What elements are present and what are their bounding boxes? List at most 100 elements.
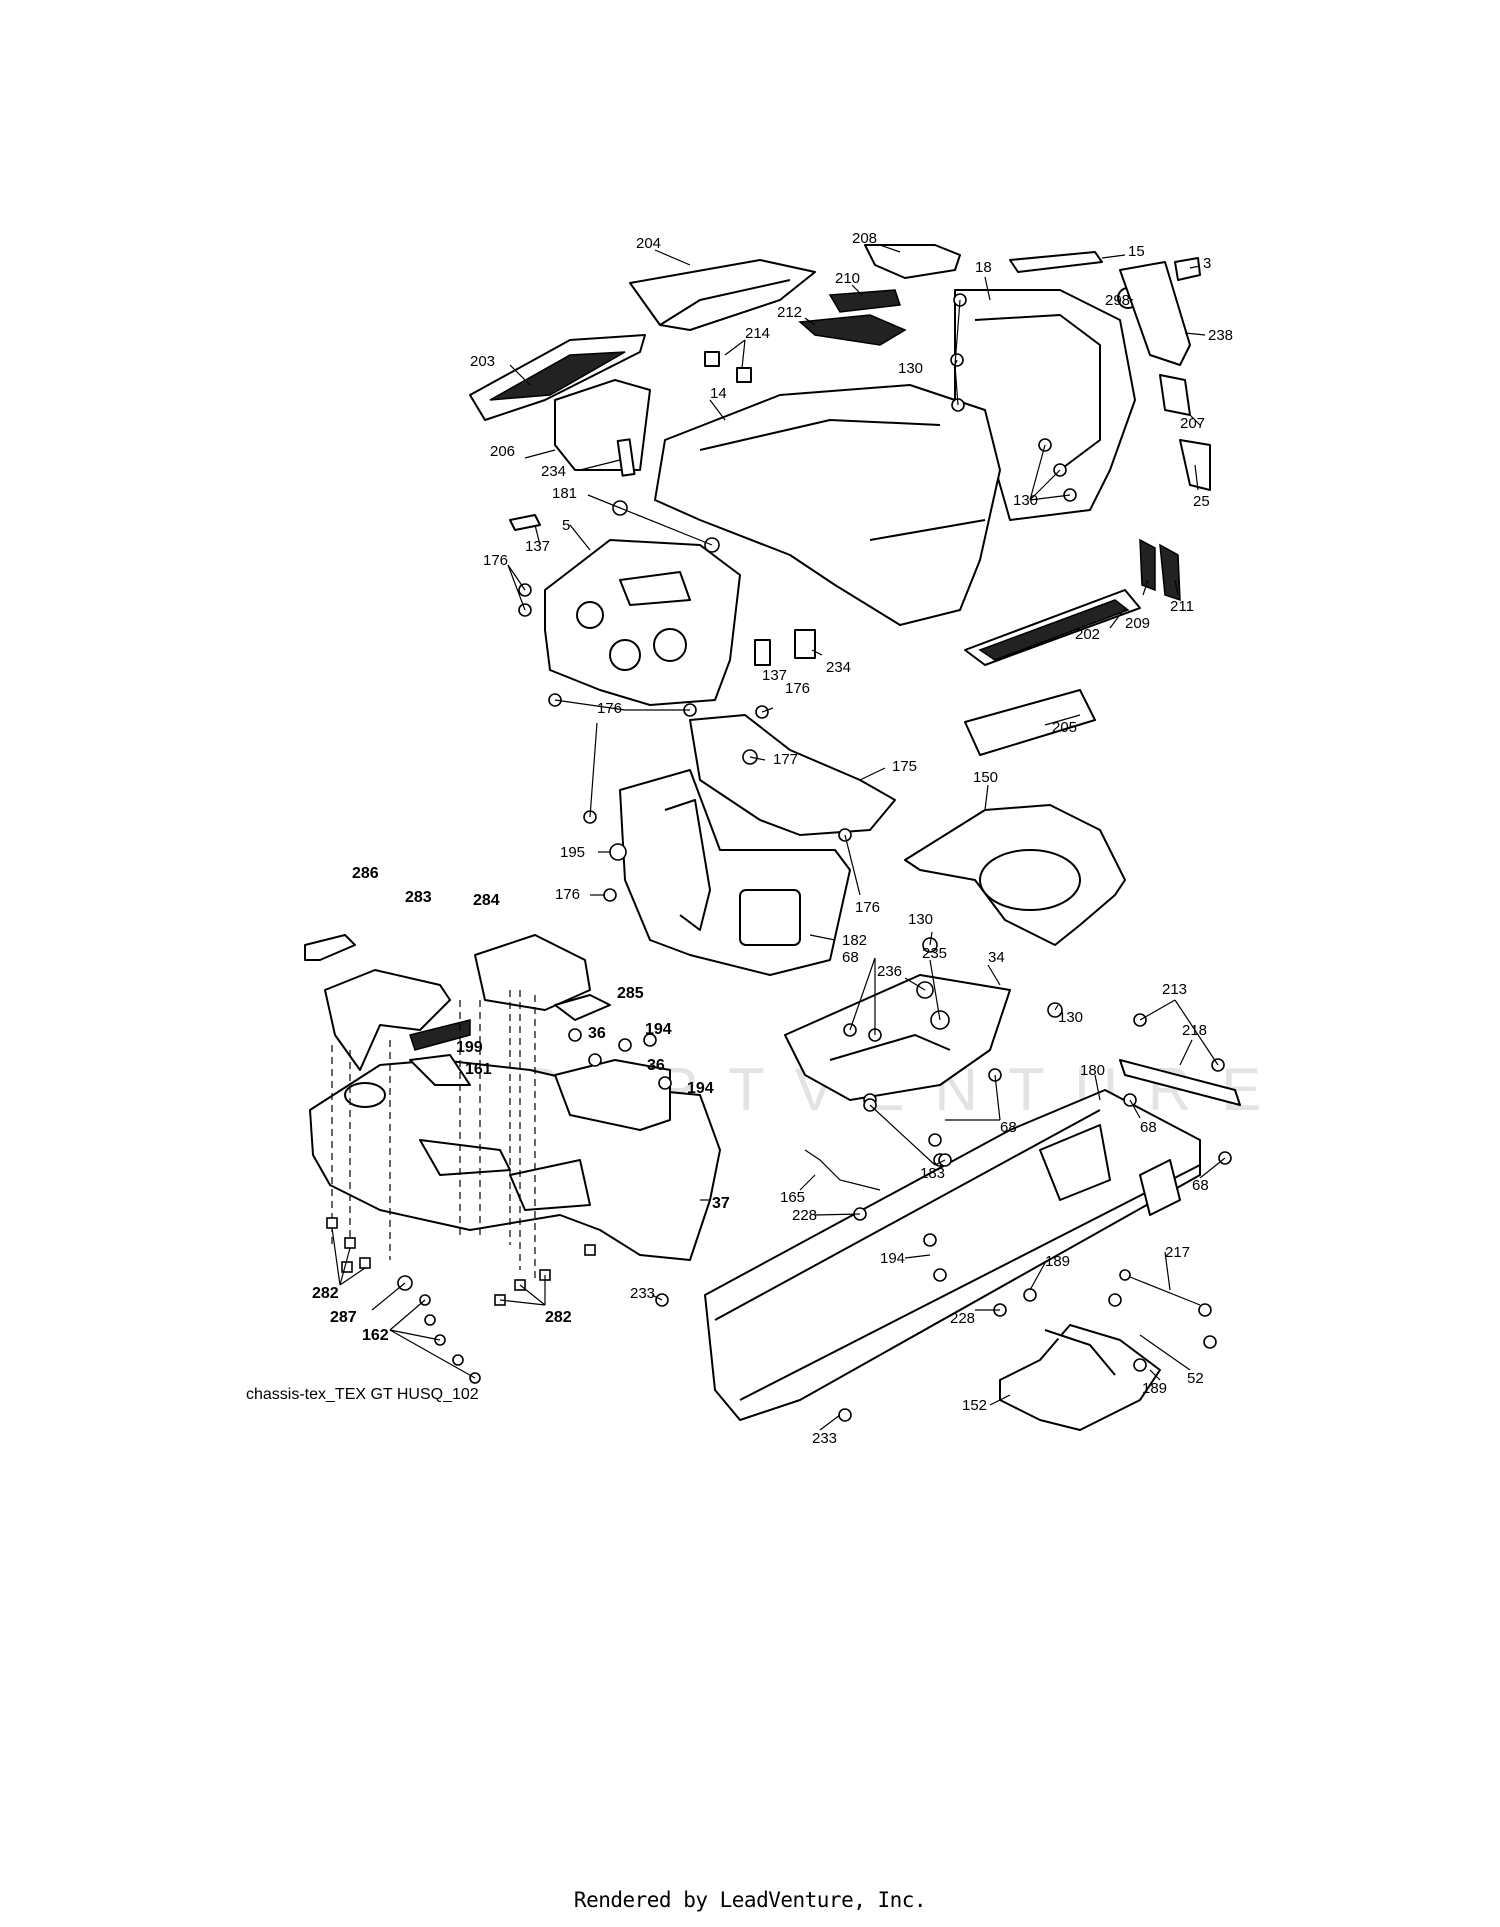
callout-199: 199 xyxy=(456,1039,483,1056)
callout-194-a: 194 xyxy=(645,1021,672,1038)
callout-217: 217 xyxy=(1165,1244,1190,1261)
callout-189-b: 189 xyxy=(1142,1380,1167,1397)
callout-204: 204 xyxy=(636,235,661,252)
callout-287: 287 xyxy=(330,1309,357,1326)
callout-5: 5 xyxy=(562,517,570,534)
callout-3: 3 xyxy=(1203,255,1211,272)
alignment-lines xyxy=(331,990,536,1280)
part-37-cupholder xyxy=(344,1082,386,1108)
callout-207: 207 xyxy=(1180,415,1205,432)
callout-150: 150 xyxy=(973,769,998,786)
callout-68-b: 68 xyxy=(1000,1119,1017,1136)
part-286-cap xyxy=(304,934,356,961)
callout-68-a: 68 xyxy=(842,949,859,966)
part-214-clip-b xyxy=(736,367,752,383)
callout-210: 210 xyxy=(835,270,860,287)
callout-189-a: 189 xyxy=(1045,1253,1070,1270)
callout-233-a: 233 xyxy=(630,1285,655,1302)
callout-234-b: 234 xyxy=(826,659,851,676)
callout-183: 183 xyxy=(920,1165,945,1182)
part-175-bracket xyxy=(689,714,896,836)
part-137-clip-a xyxy=(509,514,541,531)
callout-161: 161 xyxy=(465,1061,492,1078)
callout-130-d: 130 xyxy=(1058,1009,1083,1026)
callout-205: 205 xyxy=(1052,719,1077,736)
callout-37: 37 xyxy=(712,1195,730,1212)
callout-68-c: 68 xyxy=(1140,1119,1157,1136)
part-199-insert xyxy=(409,1019,471,1051)
callout-202: 202 xyxy=(1075,626,1100,643)
part-5-switch xyxy=(653,628,687,662)
part-15-trim xyxy=(1009,251,1103,273)
callout-236: 236 xyxy=(877,963,902,980)
callout-208: 208 xyxy=(852,230,877,247)
part-165-rod xyxy=(804,1149,881,1191)
part-161-clip xyxy=(409,1054,471,1086)
callout-194-c: 194 xyxy=(880,1250,905,1267)
callout-15: 15 xyxy=(1128,243,1145,260)
part-34-plate-detail xyxy=(829,1034,951,1061)
callout-18: 18 xyxy=(975,259,992,276)
part-206-bracket xyxy=(554,379,651,471)
part-182-window xyxy=(739,889,801,946)
callout-176-e: 176 xyxy=(855,899,880,916)
part-5-socket xyxy=(576,601,604,629)
part-180-rail xyxy=(714,1109,1101,1321)
part-195-plug xyxy=(609,843,627,861)
callout-282-a: 282 xyxy=(312,1285,339,1302)
callout-214: 214 xyxy=(745,325,770,342)
callout-165: 165 xyxy=(780,1189,805,1206)
callout-228-b: 228 xyxy=(950,1310,975,1327)
part-284-cover xyxy=(474,934,591,1011)
callout-36-a: 36 xyxy=(588,1025,606,1042)
callout-130-b: 130 xyxy=(1013,492,1038,509)
callout-234-a: 234 xyxy=(541,463,566,480)
part-217-rod xyxy=(1124,1274,1201,1306)
part-212-insert xyxy=(798,314,907,346)
part-5-display xyxy=(619,571,691,606)
callout-182: 182 xyxy=(842,932,867,949)
part-14-hood-recess xyxy=(699,419,941,451)
callout-68-d: 68 xyxy=(1192,1177,1209,1194)
part-234-clip-b xyxy=(794,629,816,659)
part-208-cap xyxy=(864,244,961,279)
part-34-plate xyxy=(784,974,1011,1101)
callout-175: 175 xyxy=(892,758,917,775)
part-18-panel-detail xyxy=(974,314,1101,471)
callout-130-a: 130 xyxy=(898,360,923,377)
part-37-rear-tray xyxy=(554,1059,671,1131)
part-152-skid-fold xyxy=(1044,1329,1116,1376)
deck-fasteners xyxy=(326,1217,596,1384)
callout-176-a: 176 xyxy=(483,552,508,569)
part-285-bezel xyxy=(554,994,611,1021)
callout-211: 211 xyxy=(1170,598,1194,615)
callout-238: 238 xyxy=(1208,327,1233,344)
part-205-panel xyxy=(964,689,1096,756)
callout-285: 285 xyxy=(617,985,644,1002)
leader-lines xyxy=(331,244,1226,1431)
callout-130-c: 130 xyxy=(908,911,933,928)
part-234-clip xyxy=(616,438,636,477)
callout-195: 195 xyxy=(560,844,585,861)
part-152-skid xyxy=(999,1324,1161,1431)
part-283-cover xyxy=(324,969,451,1071)
part-203-grille-mesh xyxy=(489,351,626,401)
callout-25: 25 xyxy=(1193,493,1210,510)
callout-218: 218 xyxy=(1182,1022,1207,1039)
callout-176-d: 176 xyxy=(555,886,580,903)
part-5-console xyxy=(544,539,741,706)
callout-137-a: 137 xyxy=(525,538,550,555)
callout-282-b: 282 xyxy=(545,1309,572,1326)
part-180-hitch xyxy=(1039,1124,1111,1201)
part-150-well xyxy=(979,849,1081,911)
part-3-emblem xyxy=(1174,257,1201,281)
callout-137-b: 137 xyxy=(762,667,787,684)
part-180-bracket xyxy=(1139,1159,1181,1216)
callout-233-b: 233 xyxy=(812,1430,837,1447)
part-182-edge xyxy=(664,799,711,931)
mount-plate xyxy=(784,974,1011,1167)
callout-206: 206 xyxy=(490,443,515,460)
part-204-ridge xyxy=(659,279,791,326)
callout-235: 235 xyxy=(922,945,947,962)
